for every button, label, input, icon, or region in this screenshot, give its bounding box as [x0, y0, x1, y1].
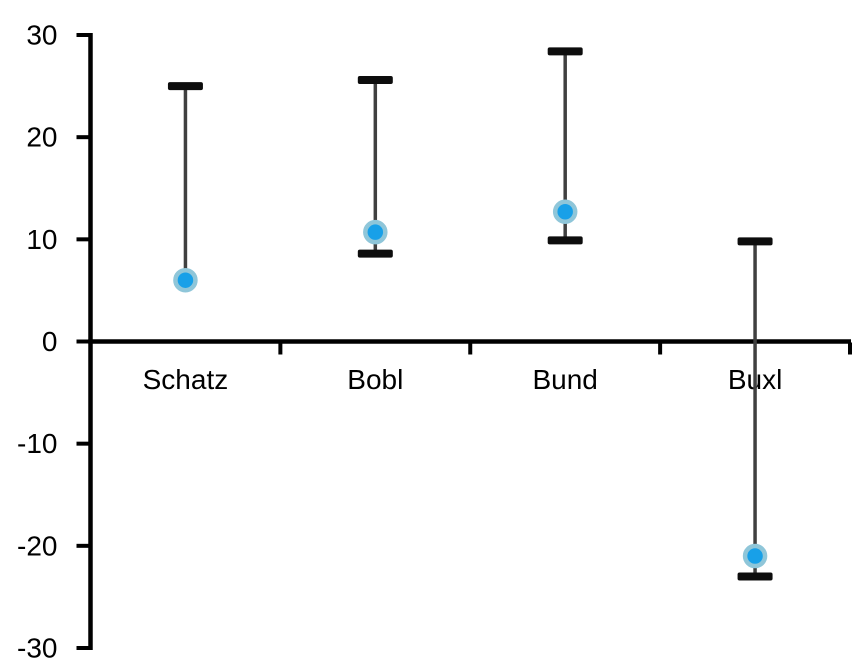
- x-axis-category-label: Bund: [532, 364, 597, 395]
- x-axis-category-label: Bobl: [347, 364, 403, 395]
- whisker-cap-high-bund: [547, 47, 583, 56]
- y-axis-tick-label: 30: [26, 20, 57, 51]
- marker-dot-schatz: [173, 267, 198, 293]
- y-axis-tick-label: -20: [17, 530, 57, 561]
- x-axis-category-label: Schatz: [143, 364, 229, 395]
- whisker-cap-low-bund: [547, 236, 583, 245]
- marker-dot-bund: [552, 199, 578, 224]
- marker-dot-buxl: [742, 543, 768, 569]
- whisker-cap-high-bobl: [357, 75, 393, 84]
- y-axis-tick-label: -10: [17, 428, 57, 459]
- whisker-cap-high-buxl: [737, 237, 773, 246]
- y-axis-tick-label: 0: [42, 326, 58, 357]
- y-axis-tick-label: 20: [26, 122, 57, 153]
- y-axis-tick-label: 10: [26, 224, 57, 255]
- marker-dot-bobl: [363, 219, 388, 245]
- whisker-cap-high-schatz: [167, 82, 203, 91]
- whisker-cap-low-buxl: [737, 572, 773, 581]
- whisker-cap-low-bobl: [357, 249, 393, 258]
- y-axis-tick-label: -30: [17, 633, 57, 664]
